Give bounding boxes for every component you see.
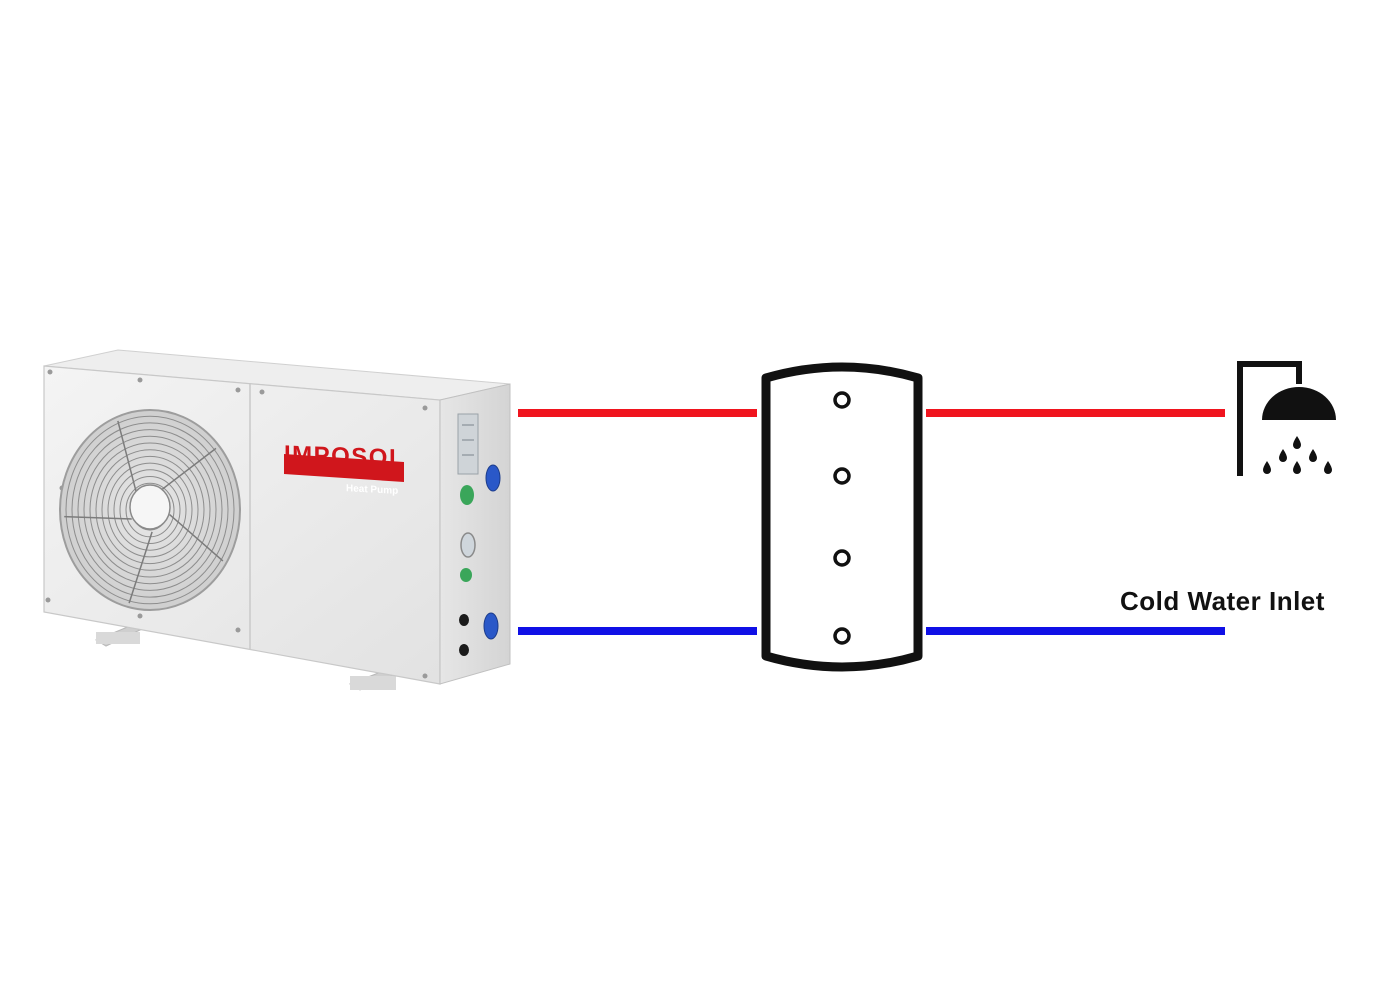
fan-blade: [117, 420, 138, 494]
brand-subtitle: Heat Pump: [346, 483, 398, 497]
shower-drops: [1263, 436, 1332, 474]
fan-ring: [101, 455, 199, 565]
fan-blade: [64, 515, 132, 520]
fan-ring: [89, 442, 211, 578]
pipes: [518, 409, 1225, 635]
status-badge-icon: [460, 485, 474, 505]
screws: [45, 369, 428, 679]
tank-port-icon: [833, 627, 851, 645]
tank-port-icon: [833, 549, 851, 567]
fan-ring: [107, 462, 193, 558]
port-icon: [459, 644, 469, 656]
fan-blade: [128, 531, 153, 604]
cold-inlet-fitting-icon: [483, 612, 499, 640]
cold-water-inlet-label: Cold Water Inlet: [1120, 586, 1325, 616]
port-icon: [459, 614, 469, 626]
fan-blade: [159, 447, 217, 492]
side-controls: [457, 413, 501, 656]
fan-ring: [113, 469, 187, 551]
fan-ring: [95, 449, 205, 571]
fan-ring: [71, 422, 229, 598]
water-tank-icon: [761, 362, 923, 672]
tank-port-icon: [833, 391, 851, 409]
fan-ring: [65, 415, 235, 605]
green-label-icon: [460, 568, 472, 582]
tank-port-icon: [833, 467, 851, 485]
hot-outlet-fitting-icon: [485, 464, 501, 492]
fan-grille: [59, 409, 241, 611]
brand-plate: IMPOSOL Heat Pump: [284, 441, 405, 497]
pressure-gauge-icon: [460, 532, 476, 558]
fan-ring: [83, 435, 217, 585]
fan-blade: [169, 514, 224, 562]
control-display: [457, 413, 479, 475]
fan-ring: [77, 429, 223, 591]
shower-icon: [1237, 361, 1336, 476]
tank-ports: [833, 391, 851, 645]
heat-pump-unit: IMPOSOL Heat Pump: [43, 349, 511, 691]
fan-ring: [119, 476, 181, 544]
